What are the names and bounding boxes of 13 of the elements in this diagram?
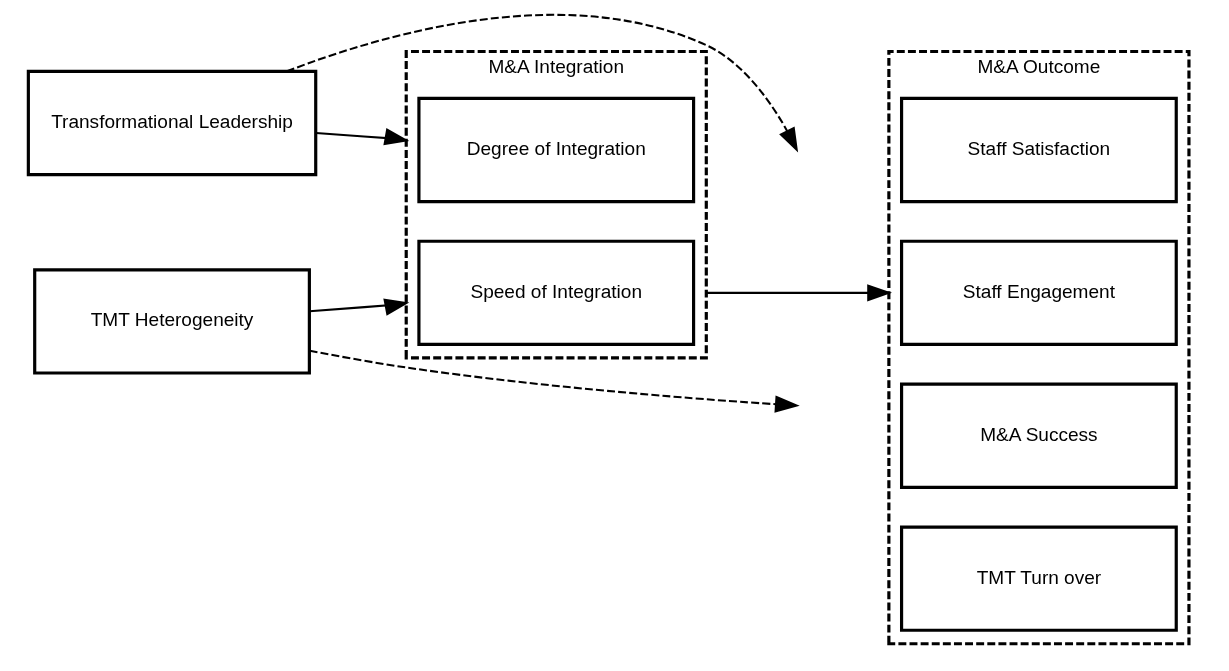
node-box: Speed of Integration	[416, 239, 695, 347]
node-box: M&A Success	[899, 382, 1178, 489]
arrow	[315, 128, 409, 146]
arrow	[705, 284, 892, 302]
arrow	[309, 349, 800, 413]
node-box: TMT Turn over	[899, 525, 1178, 632]
arrow	[309, 298, 409, 316]
node-box: Staff Satisfaction	[899, 96, 1178, 204]
node-box: Staff Engagement	[899, 239, 1178, 347]
node-box: Transformational Leadership	[26, 69, 317, 177]
node-box: Degree of Integration	[416, 96, 695, 204]
arrow	[286, 13, 798, 153]
node-box: TMT Heterogeneity	[32, 268, 311, 375]
